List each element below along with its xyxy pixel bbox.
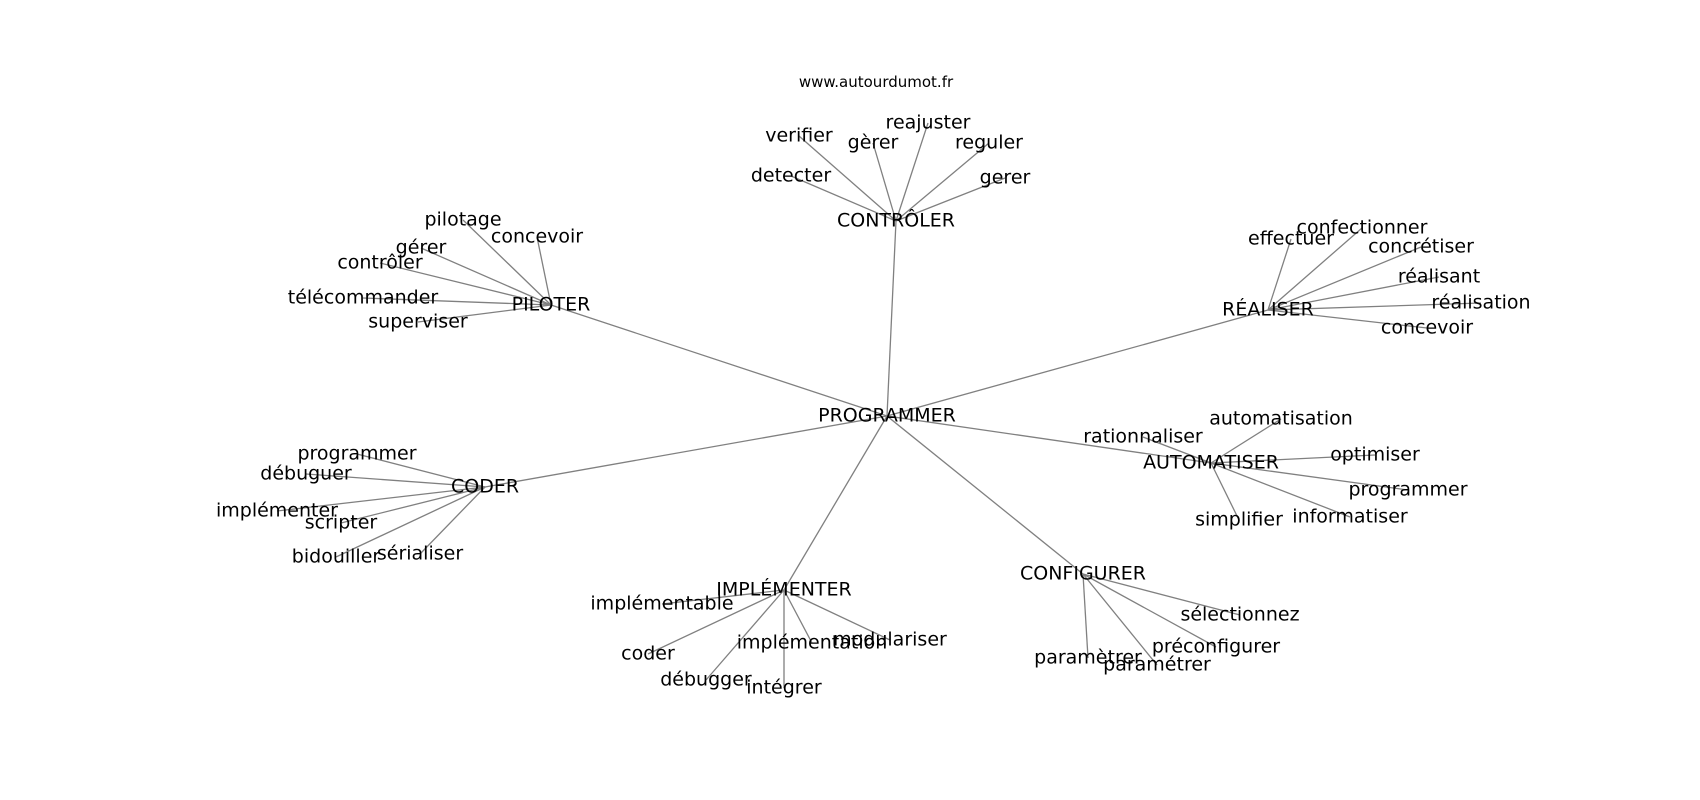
edge-realiser-concretiser — [1267, 246, 1422, 311]
leaf-controler-reguler: reguler — [955, 132, 1023, 154]
leaf-piloter-controler: contrôler — [337, 252, 423, 274]
leaf-automatiser-rationnaliser: rationnaliser — [1083, 426, 1203, 448]
leaf-configurer-selectionnez: sélectionnez — [1180, 604, 1299, 626]
leaf-implementer-coder: coder — [621, 643, 675, 665]
edge-configurer-parametrer — [1082, 573, 1158, 666]
edge-coder-implementer — [276, 486, 486, 512]
edge-implementer-coder — [647, 589, 785, 655]
leaf-realiser-confectionner: confectionner — [1297, 217, 1428, 239]
edge-realiser-effectuer — [1267, 238, 1292, 311]
leaf-automatiser-optimiser: optimiser — [1330, 444, 1420, 466]
leaf-coder-debuguer: débuguer — [260, 463, 352, 485]
leaf-realiser-effectuer: effectuer — [1248, 228, 1334, 250]
leaf-implementer-implementation: implémentation — [737, 632, 888, 654]
leaf-configurer-parametrer: paramétrer — [1103, 654, 1211, 676]
edge-realiser-concevoir — [1267, 309, 1428, 329]
leaf-implementer-debugger: débugger — [660, 669, 752, 691]
edge-piloter-concevoir — [536, 236, 552, 306]
node-root-programmer: PROGRAMMER — [818, 405, 956, 427]
leaf-implementer-integrer: intégrer — [746, 677, 822, 699]
labels-layer: PROGRAMMER CONTRÔLER detecter verifier gèrer… — [216, 112, 1531, 699]
edge-root-realiser — [886, 309, 1269, 417]
leaf-coder-implementer: implémenter — [216, 500, 338, 522]
edge-controler-gerer — [895, 177, 1006, 222]
edge-configurer-preconfigurer — [1082, 573, 1217, 648]
node-realiser: RÉALISER — [1222, 298, 1314, 321]
leaf-controler-gerer: gèrer — [848, 132, 899, 154]
edge-root-configurer — [886, 415, 1084, 575]
edge-automatiser-programmer — [1210, 462, 1409, 491]
leaf-piloter-superviser: superviser — [368, 311, 468, 333]
edge-automatiser-informatiser — [1210, 462, 1351, 518]
edge-coder-serialiser — [419, 486, 486, 555]
leaf-controler-detecter: detecter — [751, 165, 831, 187]
leaf-configurer-parametrer: paramètrer — [1034, 647, 1142, 669]
edge-coder-scripter — [340, 486, 486, 524]
leaf-configurer-preconfigurer: préconfigurer — [1152, 636, 1280, 658]
leaf-automatiser-automatisation: automatisation — [1209, 408, 1353, 430]
leaf-piloter-gerer: gérer — [396, 237, 447, 259]
node-implementer: IMPLÉMENTER — [716, 578, 851, 601]
leaf-automatiser-programmer: programmer — [1348, 479, 1467, 501]
leaf-coder-bidouiller: bidouiller — [292, 546, 381, 568]
edge-controler-reajuster — [895, 122, 929, 222]
edge-implementer-implementation — [783, 589, 813, 644]
edge-coder-debuguer — [305, 473, 486, 488]
edge-controler-detecter — [790, 175, 897, 222]
leaf-piloter-concevoir: concevoir — [491, 226, 583, 248]
edge-controler-verifier — [798, 135, 897, 222]
edge-automatiser-rationnaliser — [1142, 436, 1212, 464]
edge-configurer-selectionnez — [1082, 573, 1241, 616]
node-controler: CONTRÔLER — [837, 208, 955, 232]
leaf-controler-gerer: gerer — [980, 167, 1031, 189]
edge-controler-gerer — [872, 142, 897, 222]
edge-realiser-realisant — [1267, 276, 1440, 311]
edge-root-controler — [886, 220, 897, 417]
leaf-piloter-pilotage: pilotage — [424, 209, 501, 231]
leaf-controler-reajuster: reajuster — [886, 112, 971, 134]
edge-root-implementer — [783, 415, 888, 591]
source-url: www.autourdumot.fr — [799, 73, 954, 91]
leaf-implementer-modulariser: modulariser — [833, 629, 947, 651]
leaf-piloter-telecommander: télécommander — [288, 287, 439, 309]
leaf-realiser-realisant: réalisant — [1398, 266, 1480, 288]
edge-piloter-gerer — [420, 247, 552, 306]
edge-realiser-confectionner — [1267, 227, 1363, 311]
node-automatiser: AUTOMATISER — [1143, 452, 1279, 474]
edge-automatiser-automatisation — [1210, 418, 1282, 464]
node-coder: CODER — [451, 476, 519, 498]
edge-configurer-parametrer — [1082, 573, 1089, 659]
leaf-coder-scripter: scripter — [305, 512, 378, 534]
edge-implementer-implementable — [661, 589, 785, 605]
edge-root-piloter — [550, 304, 888, 417]
edges-layer — [276, 122, 1482, 688]
leaf-realiser-concretiser: concrétiser — [1368, 236, 1474, 258]
leaf-realiser-concevoir: concevoir — [1381, 317, 1473, 339]
edge-coder-bidouiller — [335, 486, 486, 558]
edge-automatiser-optimiser — [1210, 454, 1376, 464]
edge-realiser-realisation — [1267, 302, 1482, 311]
node-piloter: PILOTER — [512, 294, 591, 316]
node-configurer: CONFIGURER — [1020, 563, 1146, 585]
leaf-controler-verifier: verifier — [765, 125, 833, 147]
edge-root-automatiser — [886, 415, 1212, 464]
edge-piloter-controler — [379, 262, 552, 306]
leaf-automatiser-simplifier: simplifier — [1195, 509, 1283, 531]
edge-implementer-debugger — [705, 589, 785, 681]
leaf-coder-programmer: programmer — [297, 443, 416, 465]
edge-root-coder — [484, 415, 888, 488]
edge-coder-programmer — [356, 453, 486, 488]
edge-piloter-telecommander — [362, 297, 552, 306]
edge-automatiser-simplifier — [1210, 462, 1240, 521]
edge-piloter-pilotage — [462, 219, 552, 306]
leaf-coder-serialiser: sérialiser — [377, 543, 463, 565]
edge-implementer-modulariser — [783, 589, 891, 641]
leaf-implementer-implementable: implémentable — [590, 593, 733, 615]
leaf-realiser-realisation: réalisation — [1431, 292, 1530, 314]
edge-piloter-superviser — [417, 304, 552, 323]
leaf-automatiser-informatiser: informatiser — [1292, 506, 1408, 528]
edge-controler-reguler — [895, 142, 990, 222]
